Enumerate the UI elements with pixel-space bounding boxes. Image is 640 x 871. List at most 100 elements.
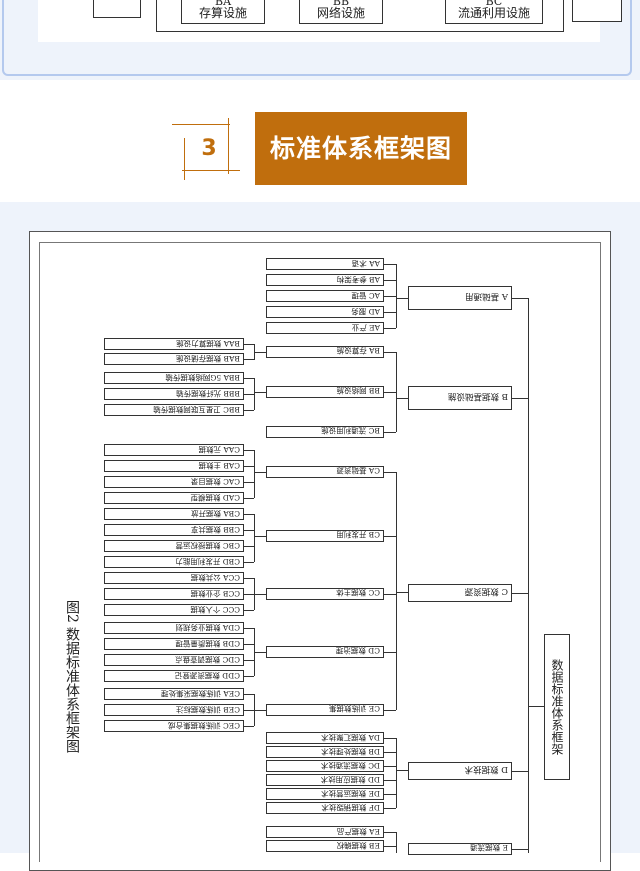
ca-item-cab: CAB 主数据 [104, 460, 244, 472]
connector-line [512, 849, 528, 850]
c-level2-ca: CA 基础资源 [266, 466, 384, 478]
cc-item-ccc: CCC 个人数据 [104, 604, 244, 616]
connector-line [384, 808, 396, 809]
connector-line [244, 359, 254, 360]
connector-line [244, 710, 254, 711]
connector-line [254, 392, 266, 393]
connector-line [244, 482, 254, 483]
d-item-df: DF 数据销毁技术 [266, 802, 384, 814]
cc-item-cca: CCA 公共数据 [104, 572, 244, 584]
connector-line [396, 592, 408, 593]
a-item-ab: AB 参考架构 [266, 274, 384, 286]
ce-item-cec: CEC 训练数据集合成 [104, 720, 244, 732]
e-item-eb: EB 数据确权 [266, 840, 384, 852]
ce-item-ceb: CEB 训练数据标注 [104, 704, 244, 716]
connector-line [254, 710, 266, 711]
connector-line [512, 298, 528, 299]
connector-line [512, 593, 528, 594]
connector-line [396, 298, 408, 299]
a-item-ae: AE 产业 [266, 322, 384, 334]
connector-line [244, 466, 254, 467]
connector-line [244, 344, 254, 345]
d-item-da: DA 数据汇聚技术 [266, 732, 384, 744]
b-level2-ba: BA 存算设施 [266, 346, 384, 358]
connector-line [384, 710, 396, 711]
cd-item-cdd: CDD 数据资源登记 [104, 670, 244, 682]
connector-line [384, 312, 396, 313]
connector-line [254, 378, 255, 410]
connector-line [254, 514, 255, 562]
c-level2-ce: CE 训练数据集 [266, 704, 384, 716]
cd-item-cda: CDA 数据业务规划 [104, 622, 244, 634]
connector-line [244, 676, 254, 677]
a-item-ad: AD 服务 [266, 306, 384, 318]
ce-item-cea: CEA 训练数据采集处理 [104, 688, 244, 700]
connector-line [254, 352, 266, 353]
level1-node-d: D 数据技术 [408, 762, 512, 780]
cb-item-cbc: CBC 数据授权运营 [104, 540, 244, 552]
fragment-cell-bb: BB 网络设施 [299, 0, 383, 24]
connector-line [384, 472, 396, 473]
connector-line [384, 794, 396, 795]
connector-line [244, 562, 254, 563]
connector-line [384, 352, 396, 353]
connector-line [384, 594, 396, 595]
a-item-ac: AC 管理 [266, 290, 384, 302]
connector-line [254, 472, 266, 473]
connector-line [384, 296, 396, 297]
ca-item-cad: CAD 数据模型 [104, 492, 244, 504]
b-level2-bc: BC 流通利用设施 [266, 426, 384, 438]
connector-line [396, 472, 397, 710]
connector-line [528, 706, 544, 707]
c-level2-cb: CB 开发利用 [266, 530, 384, 542]
level1-node-b: B 数据基础设施 [408, 386, 512, 410]
connector-line [254, 594, 266, 595]
connector-line [244, 546, 254, 547]
cb-item-cba: CBA 数据开放 [104, 508, 244, 520]
connector-line [384, 780, 396, 781]
figure-caption: 图2 数据标准体系框架图 [64, 600, 80, 754]
connector-line [512, 771, 528, 772]
connector-line [244, 628, 254, 629]
fragment-cell-bc: BC 流通利用设施 [445, 0, 543, 24]
connector-line [244, 530, 254, 531]
connector-line [244, 450, 254, 451]
connector-line [384, 392, 396, 393]
connector-line [244, 394, 254, 395]
b-level2-bb: BB 网络设施 [266, 386, 384, 398]
connector-line [528, 298, 529, 853]
connector-line [244, 610, 254, 611]
connector-line [512, 398, 528, 399]
connector-line [244, 578, 254, 579]
top-diagram-fragment: BA 存算设施 BB 网络设施 BC 流通利用设施 [38, 0, 622, 42]
c-level2-cc: CC 数据主体 [266, 588, 384, 600]
cell-code: BC [446, 0, 542, 6]
fragment-left-box [93, 0, 141, 18]
bb-item-bba: BBA 5G网络数据传输 [104, 372, 244, 384]
connector-line [384, 846, 396, 847]
level1-node-a: A 基础通用 [408, 286, 512, 310]
cc-item-ccb: CCB 企业数据 [104, 588, 244, 600]
bb-item-bbb: BBB 光纤数据传输 [104, 388, 244, 400]
cell-name: 流通利用设施 [457, 6, 530, 20]
connector-line [244, 660, 254, 661]
bb-item-bbc: BBC 卫星互联网数据传输 [104, 404, 244, 416]
root-node: 数据标准体系框架 [544, 634, 570, 780]
connector-line [254, 652, 266, 653]
cd-item-cdc: CDC 数据调查盘点 [104, 654, 244, 666]
c-level2-cd: CD 数据治理 [266, 646, 384, 658]
cell-code: BB [300, 0, 382, 6]
connector-line [244, 644, 254, 645]
connector-line [384, 652, 396, 653]
connector-line [396, 832, 397, 853]
fragment-right-box [572, 0, 622, 22]
e-item-ea: EA 数据产品 [266, 826, 384, 838]
d-item-db: DB 数据处理技术 [266, 746, 384, 758]
ba-item-baa: BAA 数据算力设施 [104, 338, 244, 350]
connector-line [244, 726, 254, 727]
connector-line [384, 738, 396, 739]
cb-item-cbd: CBD 开发利用能力 [104, 556, 244, 568]
level1-node-c: C 数据资源 [408, 584, 512, 602]
connector-line [384, 536, 396, 537]
cell-name: 网络设施 [316, 6, 365, 20]
